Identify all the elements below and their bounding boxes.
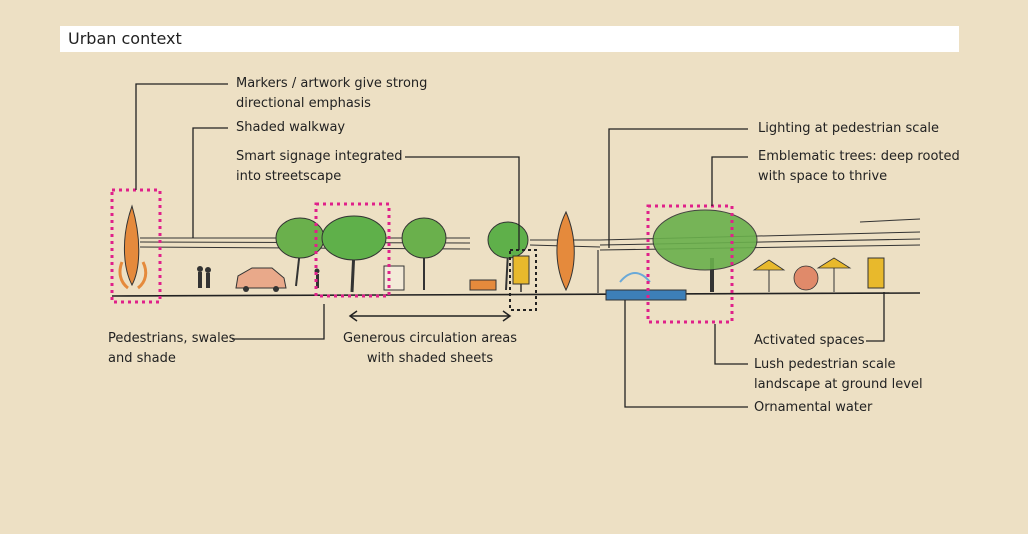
ground-line [111, 292, 921, 297]
signage-box [509, 249, 537, 311]
leader-lighting [608, 128, 748, 248]
label-water: Ornamental water [754, 400, 873, 415]
label-signage: Smart signage integrated into streetscap… [236, 149, 403, 184]
leader-markers [135, 83, 228, 190]
label-lush: Lush pedestrian scale landscape at groun… [754, 357, 923, 392]
umbrellas [752, 257, 852, 292]
canopy-roof [139, 218, 921, 251]
marker-artwork [118, 204, 148, 290]
highlight-box-trees [646, 204, 734, 324]
diagram-title: Urban context [60, 26, 959, 52]
tree-2 [321, 215, 387, 293]
label-walkway: Shaded walkway [236, 120, 346, 135]
label-markers: Markers / artwork give strong directiona… [236, 76, 428, 111]
circulation-arrow [348, 310, 512, 322]
right-sign [867, 257, 885, 289]
highlight-box-pedestrians [314, 202, 391, 298]
label-circulation: Generous circulation areas with shaded s… [342, 331, 518, 366]
leader-water [624, 300, 748, 408]
leader-activated [866, 292, 885, 342]
leader-lines [135, 83, 885, 408]
leader-pedestrians [232, 304, 325, 340]
car [235, 267, 287, 292]
smart-signage [512, 255, 530, 292]
label-trees: Emblematic trees: deep rooted with space… [758, 149, 960, 184]
label-activated: Activated spaces [754, 333, 865, 348]
leader-walkway [192, 127, 228, 238]
leader-signage [405, 156, 520, 250]
label-pedestrians: Pedestrians, swales and shade [108, 331, 236, 366]
tree-3 [401, 217, 447, 290]
emblematic-tree [652, 209, 758, 292]
label-lighting: Lighting at pedestrian scale [758, 121, 940, 136]
water-feature [605, 272, 687, 301]
leader-trees [711, 156, 748, 206]
leader-lush [714, 324, 748, 365]
cart [469, 279, 497, 291]
leaf-sculpture [556, 210, 575, 292]
tree-1 [275, 217, 325, 287]
kiosk [383, 265, 405, 291]
